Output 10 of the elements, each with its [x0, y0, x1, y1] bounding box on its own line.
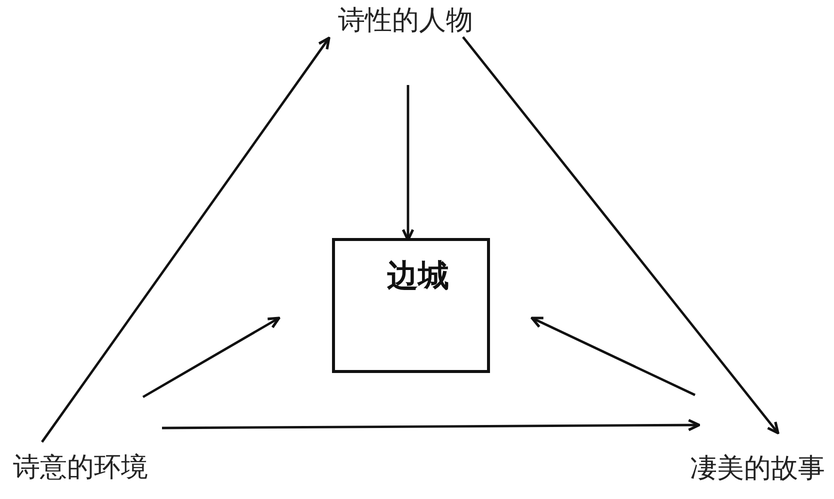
arrow: [41, 36, 330, 443]
arrow: [462, 36, 780, 434]
arrow: [530, 316, 696, 396]
concept-label: 凄美的故事: [684, 449, 831, 490]
arrow: [142, 316, 280, 398]
box-title: 边城: [387, 258, 449, 296]
concept-label: 诗性的人物: [332, 1, 479, 42]
concept-box: [332, 238, 490, 373]
concept-label: 诗意的环境: [7, 448, 154, 489]
arrow: [162, 418, 700, 432]
